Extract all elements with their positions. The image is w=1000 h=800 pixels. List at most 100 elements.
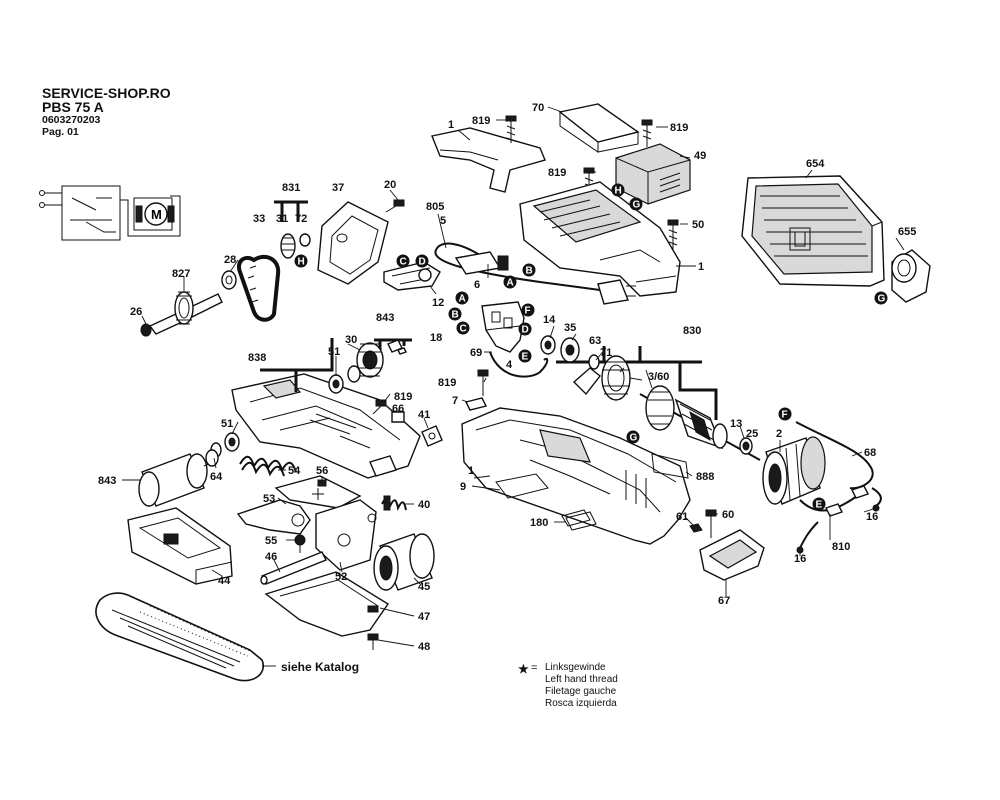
part-label: 1 [448, 119, 454, 131]
main-housing [461, 407, 691, 545]
part-label: 888 [696, 471, 714, 483]
part-label: 25 [746, 428, 758, 440]
part-number-labels: 1 819 70 819 49 654 831 37 20 33 31 72 8… [98, 102, 916, 653]
electronics-module [615, 143, 691, 205]
bearing-35 [560, 337, 580, 363]
part-label: 26 [130, 306, 142, 318]
part-label: 12 [432, 297, 444, 309]
part-label: 16 [866, 511, 878, 523]
clip-7 [464, 397, 488, 411]
dust-adapter [891, 249, 931, 303]
svg-text:A: A [459, 294, 466, 305]
stub-26 [140, 323, 152, 337]
part-label: 830 [683, 325, 701, 337]
small-pulley [280, 233, 311, 259]
model-name: PBS 75 A [42, 99, 104, 115]
part-number: 0603270203 [42, 114, 101, 126]
callout-badge: E [518, 349, 532, 363]
cover-plate [558, 103, 640, 153]
part-label: 51 [221, 418, 233, 430]
part-label: 30 [345, 334, 357, 346]
power-cable [434, 242, 636, 305]
page-number: Pag. 01 [42, 126, 79, 138]
callout-badge: H [294, 254, 308, 268]
legend-line-de: Linksgewinde [545, 662, 606, 673]
part-label: 61 [676, 511, 688, 523]
bracket-52 [315, 499, 377, 571]
part-label: 68 [864, 447, 876, 459]
screw-50 [667, 219, 679, 251]
part-label: 4 [506, 359, 513, 371]
part-label: 37 [332, 182, 344, 194]
screw-819-top [505, 115, 517, 143]
label-180 [565, 511, 597, 531]
part-label: 3/60 [648, 371, 669, 383]
part-label: 52 [335, 571, 347, 583]
part-label: 48 [418, 641, 430, 653]
part-label: 53 [263, 493, 275, 505]
callout-badge: F [521, 303, 535, 317]
part-label: 2 [776, 428, 782, 440]
part-label: 44 [218, 575, 231, 587]
part-label: 16 [794, 553, 806, 565]
part-label: 69 [470, 347, 482, 359]
part-label: 1 [468, 465, 474, 477]
svg-text:G: G [630, 433, 638, 444]
part-label: 18 [430, 332, 442, 344]
part-label: 47 [418, 611, 430, 623]
part-66 [391, 411, 405, 423]
screw-20 [385, 199, 405, 213]
part-label: 843 [376, 312, 394, 324]
part-label: 67 [718, 595, 730, 607]
part-label: 819 [548, 167, 566, 179]
part-label: 56 [316, 465, 328, 477]
housing-cover-top [431, 127, 546, 193]
spring-54 [239, 455, 297, 477]
fan-gear [601, 355, 643, 401]
callout-badge: G [626, 430, 640, 444]
washer-72 [299, 233, 311, 247]
svg-text:E: E [522, 352, 529, 363]
legend-line-es: Rosca izquierda [545, 698, 617, 709]
part-label: 819 [472, 115, 490, 127]
svg-text:H: H [615, 186, 622, 197]
part-label: 20 [384, 179, 396, 191]
sanding-belt-note: siehe Katalog [281, 660, 360, 674]
svg-text:D: D [522, 325, 529, 336]
svg-text:B: B [452, 310, 459, 321]
legend-equals: = [531, 662, 538, 674]
callout-badge: E [812, 497, 826, 511]
bracket-71 [572, 367, 601, 396]
washer-63 [588, 354, 600, 370]
shop-name: SERVICE-SHOP.RO [42, 85, 171, 101]
callout-badge: G [629, 197, 643, 211]
screw-819-housing [372, 399, 387, 415]
legend-line-en: Left hand thread [545, 674, 618, 685]
svg-text:F: F [525, 306, 531, 317]
part-label: 49 [694, 150, 706, 162]
part-label: 60 [722, 509, 734, 521]
platen-47 [264, 571, 389, 637]
svg-text:B: B [526, 266, 533, 277]
part-label: 838 [248, 352, 266, 364]
part-label: 805 [426, 201, 444, 213]
end-cap [699, 529, 765, 581]
screw-48 [367, 633, 379, 650]
svg-text:H: H [298, 257, 305, 268]
callout-badge: B [522, 263, 536, 277]
svg-text:A: A [507, 278, 514, 289]
left-thread-symbol: ★ [518, 662, 529, 676]
tension-lever [236, 475, 362, 535]
part-label: 831 [282, 182, 300, 194]
motor-housing-half [519, 181, 681, 297]
part-label: 50 [692, 219, 704, 231]
svg-text:E: E [816, 500, 823, 511]
connector-callouts: H G H C D A B G A F B C D E G F E [294, 183, 888, 511]
assembly-brackets [260, 200, 718, 420]
motor-symbol [144, 202, 168, 226]
part-label: 64 [210, 471, 223, 483]
part-label: 35 [564, 322, 576, 334]
part-label: 13 [730, 418, 742, 430]
